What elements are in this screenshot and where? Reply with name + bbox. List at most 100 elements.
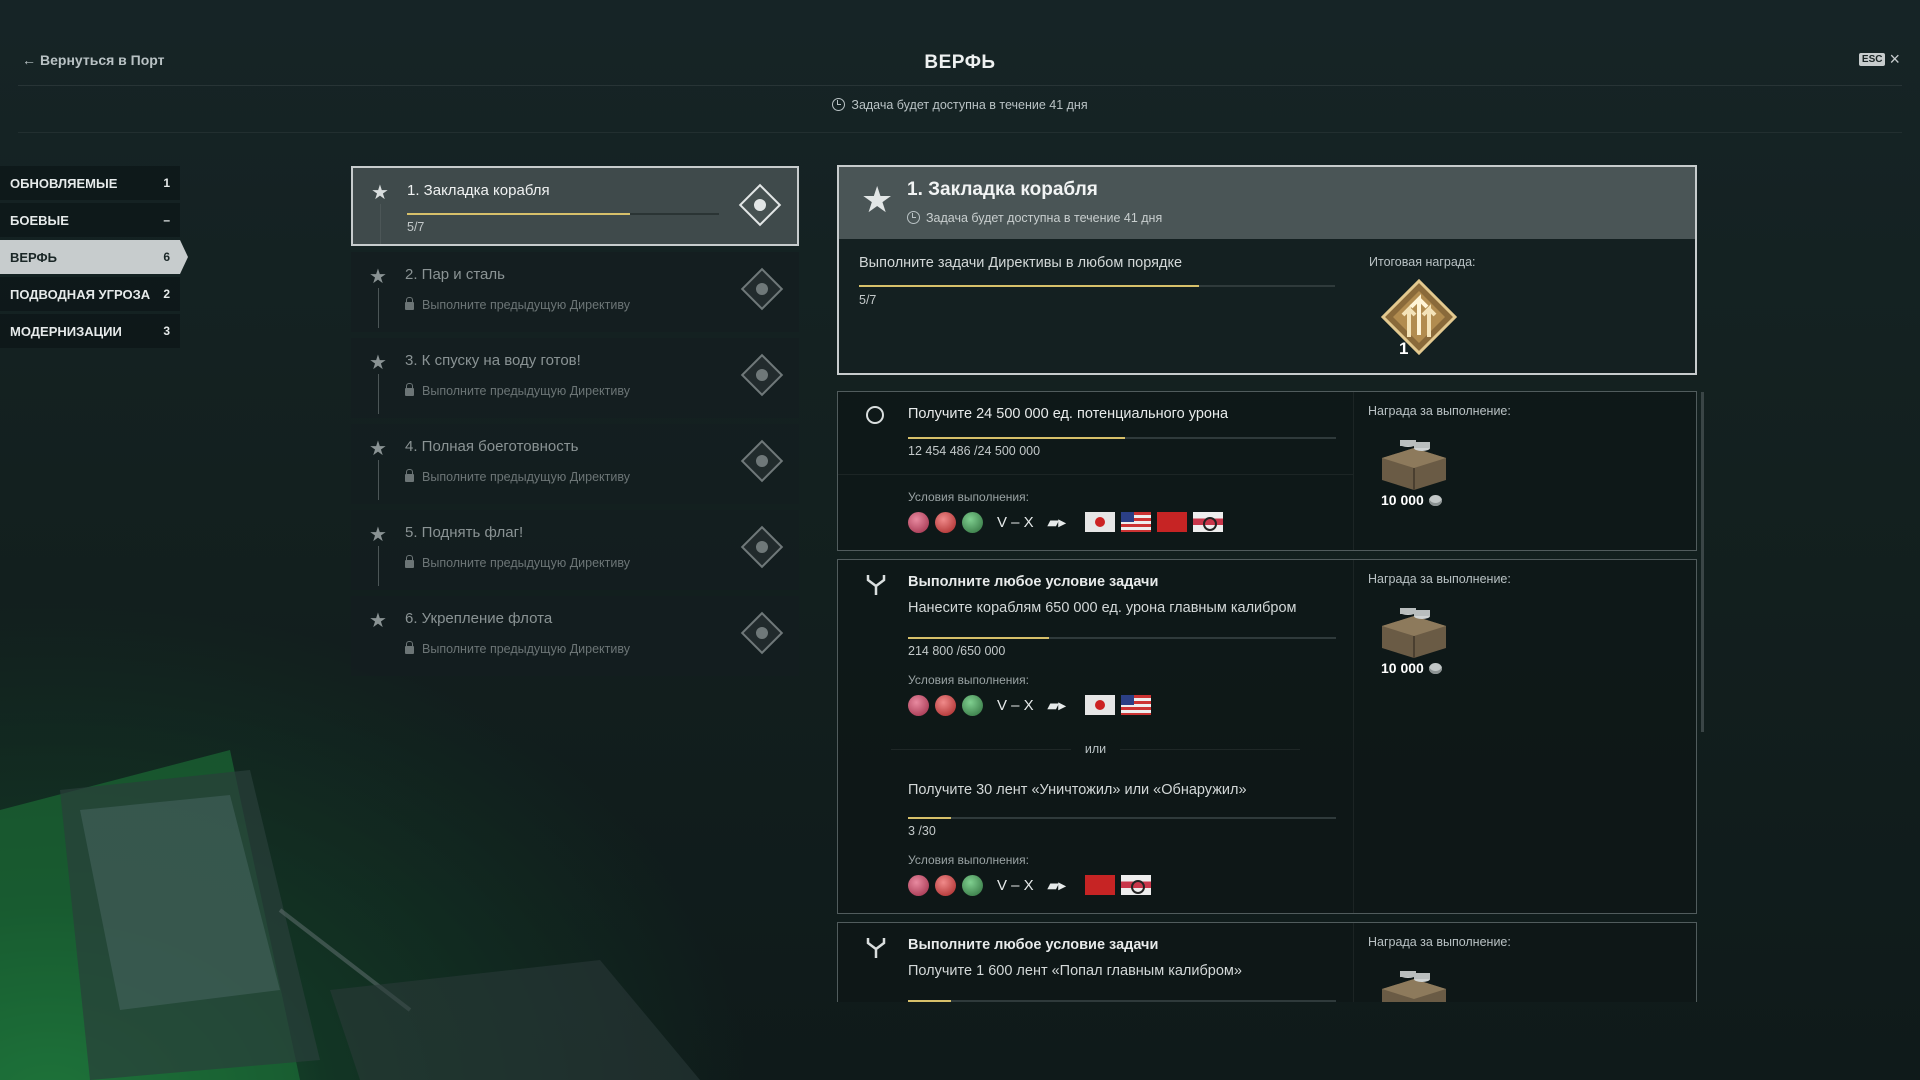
sidebar-item-updatable[interactable]: ОБНОВЛЯЕМЫЕ 1 xyxy=(0,166,180,200)
diamond-icon xyxy=(740,353,784,397)
lock-text: Выполните предыдущую Директиву xyxy=(422,556,630,570)
tier-range: V – X xyxy=(997,876,1034,894)
cruiser-type-icon xyxy=(935,511,956,533)
directive-item-6[interactable]: ★ 6. Укрепление флота Выполните предыдущ… xyxy=(351,596,799,676)
reward-divider xyxy=(1353,392,1354,550)
final-reward-label: Итоговая награда: xyxy=(1369,255,1476,269)
reward-value: 10 000 xyxy=(1381,492,1442,508)
tier-range: V – X xyxy=(997,696,1034,714)
ussr-flag-icon xyxy=(1085,875,1116,895)
connector-line xyxy=(378,288,379,328)
directive-item-5[interactable]: ★ 5. Поднять флаг! Выполните предыдущую … xyxy=(351,510,799,590)
conditions-row: V – X ▰▸ xyxy=(908,693,1152,717)
credits-icon xyxy=(1428,663,1442,674)
credits-icon xyxy=(1428,495,1442,506)
diamond-icon xyxy=(738,183,782,227)
sidebar-item-label: БОЕВЫЕ xyxy=(10,212,69,228)
close-button[interactable]: ESC× xyxy=(1858,49,1900,69)
destroyer-type-icon xyxy=(908,694,929,716)
sidebar-item-combat[interactable]: БОЕВЫЕ – xyxy=(0,203,180,237)
locked-note: Выполните предыдущую Директиву xyxy=(405,469,630,484)
germany-flag-icon xyxy=(1193,512,1224,532)
lock-text: Выполните предыдущую Директиву xyxy=(422,298,630,312)
sidebar-item-count: 1 xyxy=(163,176,170,190)
branch-icon xyxy=(866,938,886,958)
japan-flag-icon xyxy=(1085,695,1116,715)
task-option-1: Получите 1 600 лент «Попал главным калиб… xyxy=(908,963,1242,979)
progress-fill xyxy=(908,1000,951,1002)
progress-fill xyxy=(908,817,951,819)
clock-icon xyxy=(907,211,920,224)
directive-name: 3. К спуску на воду готов! xyxy=(405,352,581,369)
battleship-type-icon xyxy=(962,874,983,896)
destroyer-type-icon xyxy=(908,511,929,533)
close-icon: × xyxy=(1889,49,1900,69)
reward-value: 10 000 xyxy=(1381,660,1442,676)
locked-note: Выполните предыдущую Директиву xyxy=(405,641,630,656)
directive-item-2[interactable]: ★ 2. Пар и сталь Выполните предыдущую Ди… xyxy=(351,252,799,332)
reward-amount: 10 000 xyxy=(1381,660,1424,676)
battleship-type-icon xyxy=(962,511,983,533)
availability-timer: Задача будет доступна в течение 41 дня xyxy=(0,98,1920,112)
task-title: Получите 24 500 000 ед. потенциального у… xyxy=(908,406,1229,422)
branch-icon xyxy=(866,575,886,595)
progress-fill xyxy=(407,213,630,215)
reward-label: Награда за выполнение: xyxy=(1368,404,1511,418)
supply-crate-icon xyxy=(1382,608,1446,658)
star-icon: ★ xyxy=(369,524,387,546)
directive-progress-text: 5/7 xyxy=(407,220,425,234)
task-title: Выполните любое условие задачи xyxy=(908,574,1159,590)
directive-name: 6. Укрепление флота xyxy=(405,610,553,627)
task-progress-text: 3 /30 xyxy=(908,824,936,838)
reward-label: Награда за выполнение: xyxy=(1368,935,1511,949)
sidebar-item-label: ОБНОВЛЯЕМЫЕ xyxy=(10,175,118,191)
tier-range: V – X xyxy=(997,513,1034,531)
directive-item-1[interactable]: ★ 1. Закладка корабля 5/7 xyxy=(351,166,799,246)
reward-divider xyxy=(1353,560,1354,913)
destroyer-type-icon xyxy=(908,874,929,896)
shipbuilding-token-icon xyxy=(1380,278,1458,356)
sidebar-item-count: – xyxy=(163,213,170,227)
task-option-1: Нанесите кораблям 650 000 ед. урона глав… xyxy=(908,600,1297,616)
directive-progress-bar xyxy=(859,285,1335,287)
directive-item-3[interactable]: ★ 3. К спуску на воду готов! Выполните п… xyxy=(351,338,799,418)
lock-icon xyxy=(405,297,414,310)
directive-header-bar: ★ 1. Закладка корабля Задача будет досту… xyxy=(839,167,1695,239)
back-to-port-link[interactable]: ←Вернуться в Порт xyxy=(22,52,165,68)
lock-icon xyxy=(405,555,414,568)
task-progress-bar xyxy=(908,817,1336,819)
sidebar-item-label: ПОДВОДНАЯ УГРОЗА xyxy=(10,286,151,302)
directive-title: 1. Закладка корабля xyxy=(907,179,1098,200)
battleship-type-icon xyxy=(962,694,983,716)
locked-note: Выполните предыдущую Директиву xyxy=(405,297,630,312)
task-progress-bar xyxy=(908,637,1336,639)
usa-flag-icon xyxy=(1121,695,1152,715)
star-icon: ★ xyxy=(369,610,387,632)
directive-name: 5. Поднять флаг! xyxy=(405,524,524,541)
conditions-row: V – X ▰▸ xyxy=(908,510,1224,534)
star-icon: ★ xyxy=(369,438,387,460)
reward-label: Награда за выполнение: xyxy=(1368,572,1511,586)
directive-item-4[interactable]: ★ 4. Полная боеготовность Выполните пред… xyxy=(351,424,799,504)
clock-icon xyxy=(832,98,846,111)
task-progress-text: 214 800 /650 000 xyxy=(908,644,1006,658)
background-decoration xyxy=(0,750,700,1080)
task-option-2: Получите 30 лент «Уничтожил» или «Обнару… xyxy=(908,782,1247,798)
germany-flag-icon xyxy=(1121,875,1152,895)
sidebar-item-count: 3 xyxy=(163,324,170,338)
connector-line xyxy=(380,204,381,244)
scrollbar[interactable] xyxy=(1701,392,1704,732)
supply-crate-icon xyxy=(1382,971,1446,1002)
lock-text: Выполните предыдущую Директиву xyxy=(422,470,630,484)
top-bar xyxy=(18,0,1902,86)
lock-icon xyxy=(405,469,414,482)
star-icon: ★ xyxy=(369,266,387,288)
task-card-3: Выполните любое условие задачи Получите … xyxy=(837,922,1697,1002)
locked-note: Выполните предыдущую Директиву xyxy=(405,383,630,398)
conditions-label: Условия выполнения: xyxy=(908,673,1029,687)
back-label: Вернуться в Порт xyxy=(40,52,165,68)
